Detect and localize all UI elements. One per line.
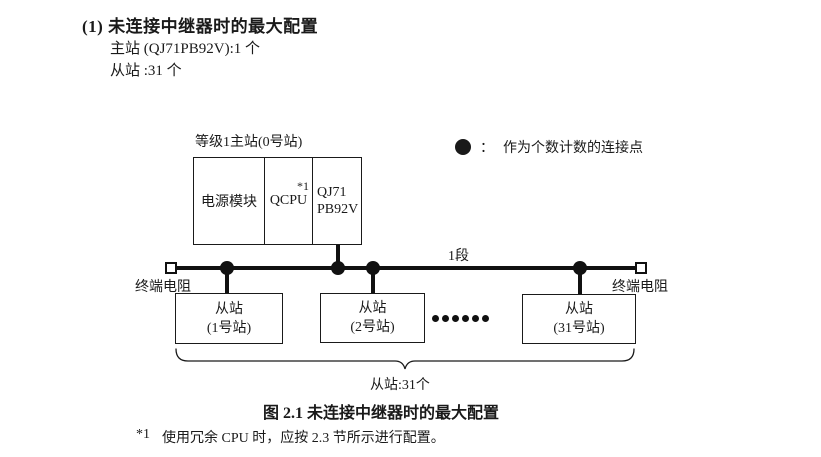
cpu-footnote-ref: *1: [297, 179, 309, 193]
slave1-name: 从站: [215, 301, 243, 317]
master-station-label: 等级1主站(0号站): [195, 135, 303, 150]
slaves-brace: [175, 348, 635, 370]
footnote: *1 使用冗余 CPU 时，应按 2.3 节所示进行配置。: [136, 427, 445, 447]
slave2-name: 从站: [358, 301, 387, 316]
terminator-right-icon: [635, 262, 647, 274]
connection-point-dot: [573, 261, 587, 275]
slave-station-box-2: 从站 (2号站): [320, 293, 425, 343]
ellipsis-dot: [472, 315, 479, 322]
slave31-name: 从站: [565, 302, 593, 317]
slave-station-box-31: 从站 (31号站): [522, 294, 636, 344]
power-module-label: 电源模块: [201, 195, 257, 210]
master-spec-line: 主站 (QJ71PB92V):1 个: [110, 41, 261, 57]
slave1-drop-line: [225, 268, 229, 294]
section-heading: (1) 未连接中继器时的最大配置: [82, 17, 319, 36]
connection-point-dot: [366, 261, 380, 275]
legend-label: 作为个数计数的连接点: [503, 141, 643, 156]
ellipsis-dot: [462, 315, 469, 322]
terminator-label-right: 终端电阻: [612, 280, 668, 295]
slave31-drop-line: [578, 268, 582, 294]
connection-point-dot: [220, 261, 234, 275]
ellipsis-dot: [452, 315, 459, 322]
pb92v-label-line2: PB92V: [317, 202, 359, 217]
connection-point-dot: [331, 261, 345, 275]
terminator-left-icon: [165, 262, 177, 274]
cpu-cell: *1 QCPU: [265, 158, 313, 244]
footnote-text: 使用冗余 CPU 时，应按 2.3 节所示进行配置。: [162, 431, 445, 446]
segment-label: 1段: [448, 249, 469, 264]
figure-caption: 图 2.1 未连接中继器时的最大配置: [263, 405, 500, 422]
slave1-station: (1号站): [206, 320, 252, 336]
slave2-station: (2号站): [350, 320, 395, 335]
bus-line: [170, 266, 642, 270]
connection-point-icon: [455, 139, 471, 155]
slave-spec-line: 从站 :31 个: [110, 63, 182, 79]
cpu-label: QCPU: [269, 193, 308, 208]
legend-separator: ：: [480, 141, 494, 156]
terminator-label-left: 终端电阻: [135, 280, 191, 295]
ellipsis-dot: [482, 315, 489, 322]
slave2-drop-line: [371, 268, 375, 294]
power-module-cell: 电源模块: [194, 158, 265, 244]
pb92v-cell: QJ71 PB92V: [313, 158, 361, 244]
brace-label: 从站:31个: [370, 378, 430, 393]
slave31-station: (31号站): [553, 321, 605, 336]
pb92v-label-line1: QJ71: [317, 185, 347, 200]
slave-station-box-1: 从站 (1号站): [175, 293, 283, 344]
master-station-box: 电源模块 *1 QCPU QJ71 PB92V: [193, 157, 362, 245]
ellipsis-dot: [432, 315, 439, 322]
footnote-marker: *1: [136, 427, 150, 442]
ellipsis-dots: [432, 315, 489, 322]
master-drop-line: [336, 245, 340, 267]
ellipsis-dot: [442, 315, 449, 322]
legend: ： 作为个数计数的连接点: [455, 137, 643, 157]
